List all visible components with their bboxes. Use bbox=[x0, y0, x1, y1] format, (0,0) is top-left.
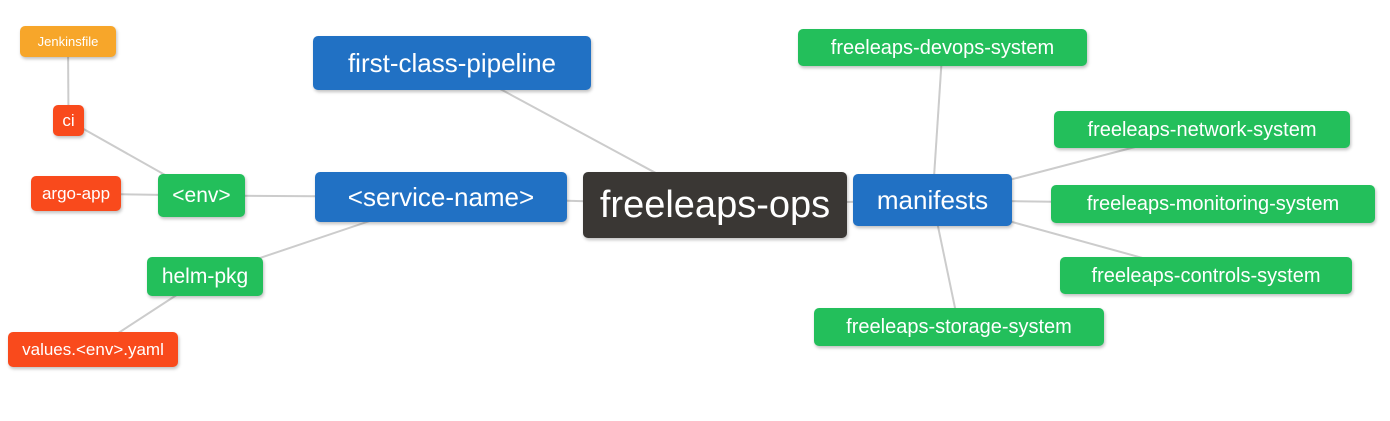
mindmap-node-helm-pkg[interactable]: helm-pkg bbox=[147, 257, 263, 296]
mindmap-node-values-env-yaml[interactable]: values.<env>.yaml bbox=[8, 332, 178, 367]
mindmap-node-jenkinsfile[interactable]: Jenkinsfile bbox=[20, 26, 116, 57]
mindmap-node-env[interactable]: <env> bbox=[158, 174, 245, 217]
mindmap-node-ci[interactable]: ci bbox=[53, 105, 84, 136]
mindmap-node-freeleaps-controls-system[interactable]: freeleaps-controls-system bbox=[1060, 257, 1352, 294]
mindmap-node-argo-app[interactable]: argo-app bbox=[31, 176, 121, 211]
mindmap-node-first-class-pipeline[interactable]: first-class-pipeline bbox=[313, 36, 591, 90]
mindmap-node-freeleaps-ops[interactable]: freeleaps-ops bbox=[583, 172, 847, 238]
mindmap-node-freeleaps-storage-system[interactable]: freeleaps-storage-system bbox=[814, 308, 1104, 346]
mindmap-node-manifests[interactable]: manifests bbox=[853, 174, 1012, 226]
mindmap-node-service-name[interactable]: <service-name> bbox=[315, 172, 567, 222]
mindmap-node-freeleaps-network-system[interactable]: freeleaps-network-system bbox=[1054, 111, 1350, 148]
mindmap-node-freeleaps-monitoring-system[interactable]: freeleaps-monitoring-system bbox=[1051, 185, 1375, 223]
mindmap-node-freeleaps-devops-system[interactable]: freeleaps-devops-system bbox=[798, 29, 1087, 66]
